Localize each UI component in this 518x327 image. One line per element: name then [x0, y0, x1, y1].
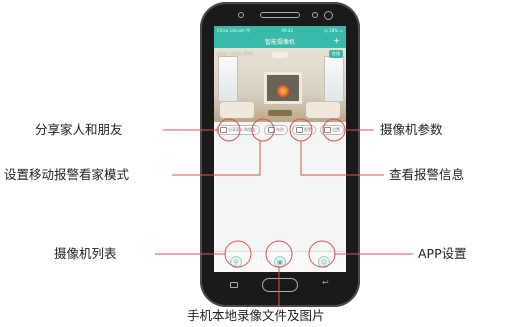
sofa-right: [306, 102, 340, 118]
ceiling-lamp: [272, 52, 288, 58]
message-icon: [296, 127, 303, 133]
fireplace: [264, 72, 302, 104]
arm-button[interactable]: 布防: [264, 125, 288, 135]
window-left: [218, 56, 238, 102]
sensor-icon: [312, 12, 318, 18]
share-button[interactable]: 分享家人和朋友: [216, 125, 260, 135]
clock: 09:43: [281, 28, 293, 33]
camera-name: smgr_robot_6842: [217, 51, 254, 56]
share-icon: [220, 127, 227, 133]
label-motion: 设置移动报警看家模式: [4, 167, 130, 182]
alarm-button[interactable]: 报警: [292, 125, 316, 135]
nav-camera-list-button[interactable]: ⚲: [230, 256, 242, 268]
phone-screen: China Unicom 令 09:43 ◎ 38% ▭ 智能摄像机 + smg…: [214, 26, 346, 272]
battery: ◎ 38% ▭: [324, 28, 343, 33]
sofa-left: [220, 102, 254, 118]
nav-app-settings-button[interactable]: ☺: [318, 256, 330, 268]
app-title: 智能摄像机: [264, 39, 295, 46]
alarm-button-label: 报警: [304, 127, 312, 132]
label-share: 分享家人和朋友: [35, 122, 123, 137]
coffee-table: [268, 110, 292, 116]
label-cameralist: 摄像机列表: [54, 246, 117, 261]
back-key[interactable]: ↩: [322, 278, 329, 287]
recent-apps-key[interactable]: [230, 282, 238, 288]
gear-icon: [324, 127, 331, 133]
proximity-sensor-icon: [324, 11, 333, 20]
front-camera-icon: [238, 12, 244, 18]
status-bar: China Unicom 令 09:43 ◎ 38% ▭: [214, 26, 346, 35]
carrier: China Unicom 令: [217, 27, 251, 33]
label-files: 手机本地录像文件及图片: [187, 308, 325, 323]
bottom-nav: ⚲ ▣ ☺: [214, 251, 346, 272]
label-app: APP设置: [418, 246, 467, 261]
label-params: 摄像机参数: [380, 122, 443, 137]
camera-icon: ⚲: [233, 258, 239, 266]
settings-button-label: 设置: [332, 127, 340, 132]
image-icon: ▣: [277, 258, 283, 266]
speaker-grille: [260, 12, 300, 18]
app-title-bar: 智能摄像机 +: [214, 35, 346, 48]
status-badge: 在线: [329, 50, 343, 58]
arm-button-label: 布防: [276, 127, 284, 132]
nav-local-files-button[interactable]: ▣: [274, 256, 286, 268]
camera-preview[interactable]: smgr_robot_6842 在线: [214, 48, 346, 122]
user-icon: ☺: [320, 258, 328, 266]
phone: China Unicom 令 09:43 ◎ 38% ▭ 智能摄像机 + smg…: [200, 2, 360, 307]
home-icon: [268, 127, 275, 133]
label-alarm: 查看报警信息: [389, 167, 465, 182]
share-button-label: 分享家人和朋友: [228, 127, 256, 132]
home-button[interactable]: [262, 278, 298, 292]
settings-button[interactable]: 设置: [320, 125, 344, 135]
window-right: [324, 56, 344, 102]
quick-action-bar: 分享家人和朋友 布防 报警 设置: [214, 122, 346, 138]
add-camera-button[interactable]: +: [333, 36, 340, 45]
